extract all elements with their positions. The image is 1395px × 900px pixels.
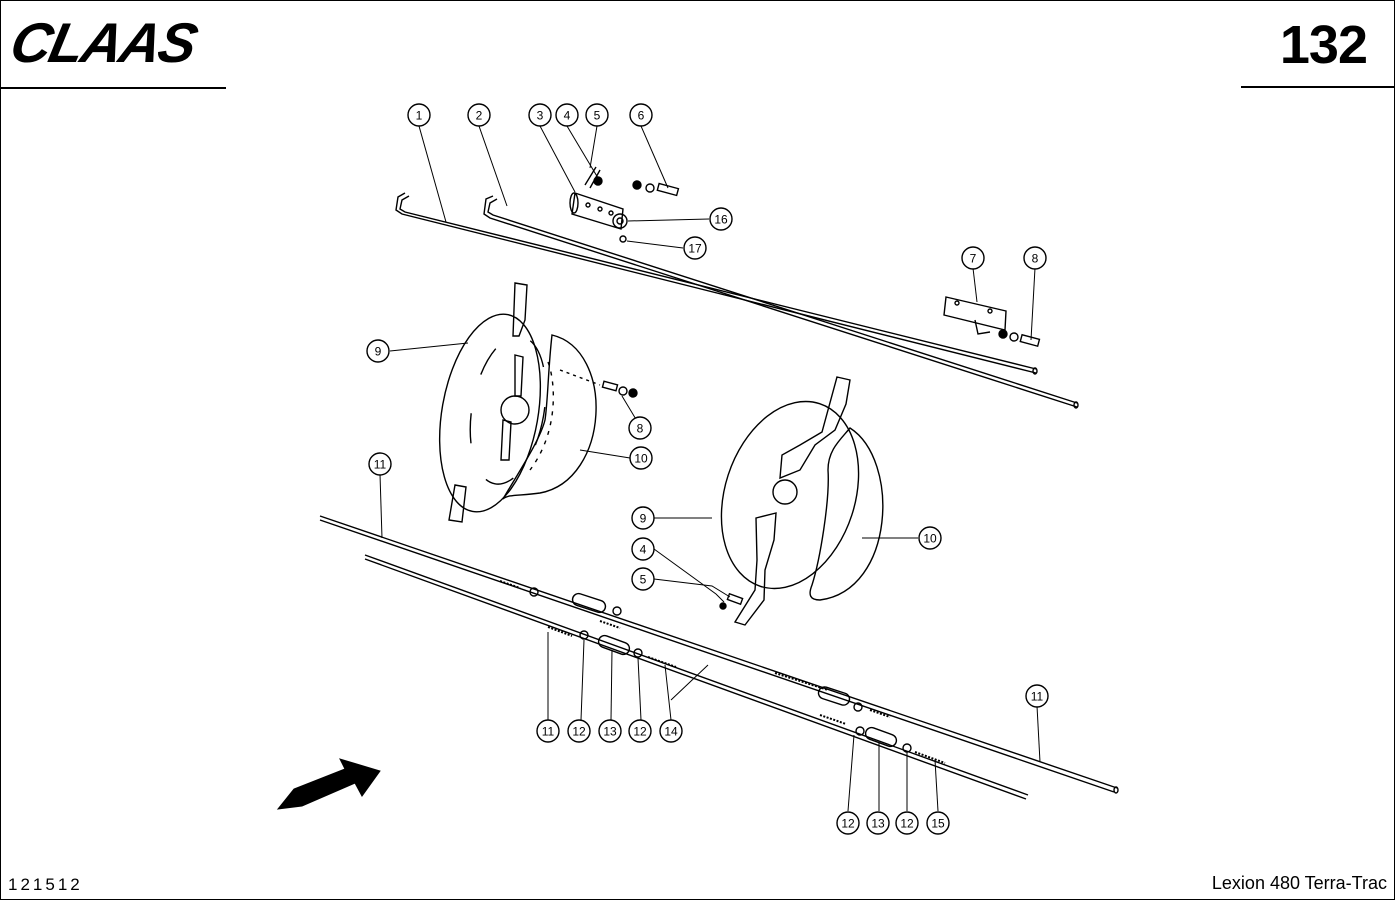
logo-underline: [0, 87, 226, 89]
bolts-4-5-lower: [719, 592, 744, 610]
callout-8b: 8: [637, 422, 644, 436]
callout-10b: 10: [923, 532, 937, 546]
callout-circle-11a: [368, 452, 392, 476]
callout-circle-13a: [598, 719, 622, 743]
callout-circle-12a: [567, 719, 591, 743]
document-id: 121512: [8, 875, 83, 894]
leader-lines: [379, 125, 1041, 812]
callout-circle-9a: [366, 339, 390, 363]
claas-logo: CLAAS: [8, 14, 204, 70]
spacers-13: [571, 592, 898, 748]
callout-circle-10a: [629, 446, 653, 470]
callout-11a: 11: [374, 458, 387, 472]
disc-10-lower: [809, 427, 884, 601]
callout-8a: 8: [1032, 252, 1039, 266]
callout-circle-12d: [895, 811, 919, 835]
callout-circle-8a: [1023, 246, 1047, 270]
callout-6: 6: [638, 109, 645, 123]
callout-10a: 10: [634, 452, 648, 466]
disc-9-lower: [720, 376, 860, 626]
callout-circle-17: [683, 236, 707, 260]
callout-circle-3: [528, 103, 552, 127]
callout-9b: 9: [640, 512, 647, 526]
callout-15: 15: [931, 817, 945, 831]
callout-17: 17: [688, 242, 702, 256]
callout-circle-7: [961, 246, 985, 270]
threads: [499, 580, 946, 764]
callout-circle-4: [555, 103, 579, 127]
callout-4b: 4: [640, 543, 647, 557]
callout-circle-11b: [536, 719, 560, 743]
callout-circle-4b: [631, 537, 655, 561]
callout-12b: 12: [633, 725, 647, 739]
rod-2: [483, 195, 1079, 409]
bracket-7: [943, 296, 1041, 348]
callout-12d: 12: [900, 817, 914, 831]
disc-10-upper: [502, 334, 597, 500]
callout-circle-6: [629, 103, 653, 127]
callout-13b: 13: [871, 817, 885, 831]
callout-11b: 11: [542, 725, 555, 739]
callout-circle-9b: [631, 506, 655, 530]
callout-13a: 13: [603, 725, 617, 739]
callout-circle-12b: [628, 719, 652, 743]
callout-14: 14: [664, 725, 678, 739]
callout-5: 5: [594, 109, 601, 123]
callout-2: 2: [476, 109, 483, 123]
bracket-3: [569, 166, 680, 243]
model-name: Lexion 480 Terra-Trac: [1211, 873, 1387, 893]
callout-circle-14: [659, 719, 683, 743]
callout-11c: 11: [1031, 690, 1044, 704]
callout-circle-16: [709, 207, 733, 231]
direction-arrow: [276, 758, 381, 810]
bolts-8-upper: [559, 369, 638, 398]
shaft-11-upper: [319, 515, 1119, 794]
disc-9-upper: [438, 282, 547, 523]
callout-circle-10b: [918, 526, 942, 550]
page-number: 132: [1279, 15, 1368, 75]
callout-circle-5: [585, 103, 609, 127]
callout-circle-12c: [836, 811, 860, 835]
callout-circle-5b: [631, 567, 655, 591]
callout-circle-11c: [1025, 684, 1049, 708]
callout-4: 4: [564, 109, 571, 123]
callout-12c: 12: [841, 817, 855, 831]
callout-16: 16: [714, 213, 728, 227]
callout-circle-2: [467, 103, 491, 127]
callout-circle-15: [926, 811, 950, 835]
page-number-underline: [1241, 86, 1395, 88]
callout-12a: 12: [572, 725, 586, 739]
callout-9a: 9: [375, 345, 382, 359]
callout-circle-8b: [628, 416, 652, 440]
svg-text:CLAAS: CLAAS: [8, 14, 204, 70]
callout-7: 7: [970, 252, 977, 266]
shaft-11-lower: [364, 554, 1029, 800]
callout-3: 3: [537, 109, 544, 123]
rod-1: [395, 192, 1038, 375]
callout-circle-13b: [866, 811, 890, 835]
callout-1: 1: [416, 109, 423, 123]
callout-5b: 5: [640, 573, 647, 587]
callout-circle-1: [407, 103, 431, 127]
